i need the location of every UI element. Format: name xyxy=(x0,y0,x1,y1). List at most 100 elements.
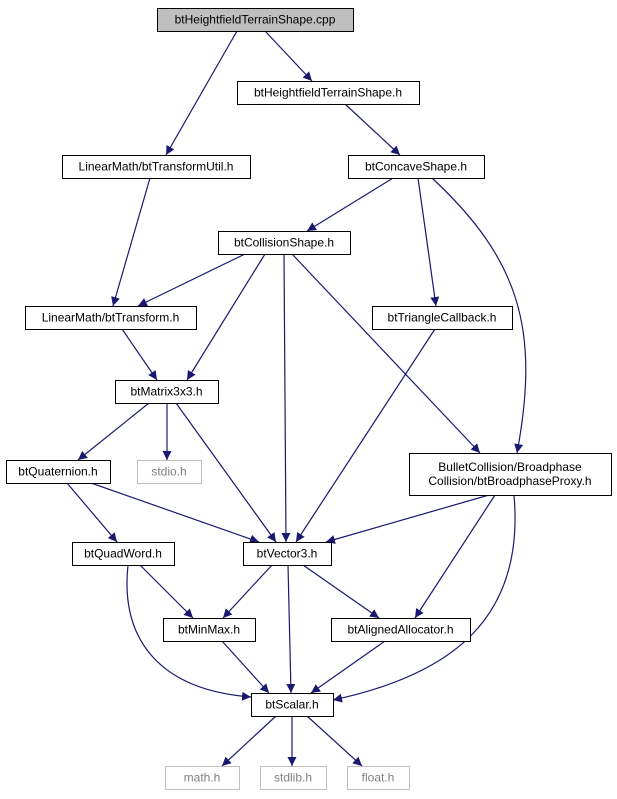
edge-quaternion-to-vector3 xyxy=(90,482,260,544)
node-label: Collision/btBroadphaseProxy.h xyxy=(428,474,591,488)
edge-line xyxy=(221,715,277,767)
node-box xyxy=(409,453,612,496)
node-box xyxy=(218,231,351,255)
edge-transform-util-to-transform xyxy=(111,177,151,307)
node-box xyxy=(331,618,471,642)
node-label: LinearMath/btTransformUtil.h xyxy=(79,160,234,174)
edge-line xyxy=(111,177,151,307)
node-label: BulletCollision/Broadphase xyxy=(438,460,582,474)
edge-broadphase-proxy-to-vector3 xyxy=(325,494,490,544)
edge-line xyxy=(221,640,270,694)
edge-line xyxy=(431,177,527,454)
node-float: float.h xyxy=(347,766,410,790)
edge-line xyxy=(90,482,260,544)
node-layer: btHeightfieldTerrainShape.cpp btHeightfie… xyxy=(6,8,612,790)
edge-vector3-to-minmax xyxy=(222,564,273,619)
node-label: btQuaternion.h xyxy=(18,465,97,479)
node-label: btHeightfieldTerrainShape.cpp xyxy=(175,13,336,27)
node-minmax[interactable]: btMinMax.h xyxy=(163,618,256,642)
edge-scalar-to-math xyxy=(221,715,277,767)
node-box xyxy=(137,460,202,484)
node-label: math.h xyxy=(184,771,221,785)
edge-line xyxy=(281,253,291,543)
edge-line xyxy=(332,494,516,703)
edge-collision-shape-to-broadphase-proxy xyxy=(291,253,481,454)
node-box xyxy=(72,542,175,566)
edge-line xyxy=(66,482,118,543)
edge-line xyxy=(121,328,158,381)
edge-heightfield-cpp-to-transform-util xyxy=(165,30,238,156)
edge-line xyxy=(222,564,273,619)
edge-quadword-to-minmax xyxy=(139,564,194,619)
edge-line xyxy=(417,177,440,307)
edge-broadphase-proxy-to-scalar xyxy=(332,494,516,703)
edge-scalar-to-float xyxy=(306,715,363,767)
edge-concave-shape-to-triangle-callback xyxy=(417,177,440,307)
edge-line xyxy=(77,402,150,461)
edge-aligned-allocator-to-scalar xyxy=(310,640,386,694)
edge-line xyxy=(165,30,238,156)
node-vector3[interactable]: btVector3.h xyxy=(243,542,332,566)
node-quadword[interactable]: btQuadWord.h xyxy=(72,542,175,566)
edge-line xyxy=(286,564,296,694)
edge-line xyxy=(126,564,252,701)
edge-line xyxy=(175,402,277,543)
edge-line xyxy=(264,30,313,82)
node-label: btCollisionShape.h xyxy=(234,236,334,250)
edge-collision-shape-to-vector3 xyxy=(281,253,291,543)
node-broadphase-proxy[interactable]: BulletCollision/BroadphaseCollision/btBr… xyxy=(409,453,612,496)
node-triangle-callback[interactable]: btTriangleCallback.h xyxy=(372,306,513,330)
node-label: float.h xyxy=(362,771,395,785)
edge-line xyxy=(414,494,496,619)
node-box xyxy=(25,306,197,330)
node-label: stdlib.h xyxy=(274,771,312,785)
edge-matrix3x3-to-vector3 xyxy=(175,402,277,543)
node-box xyxy=(157,8,354,32)
edge-quadword-to-scalar xyxy=(126,564,252,701)
node-label: btMinMax.h xyxy=(178,623,240,637)
edge-heightfield-cpp-to-heightfield-h xyxy=(264,30,313,82)
node-aligned-allocator[interactable]: btAlignedAllocator.h xyxy=(331,618,471,642)
node-concave-shape[interactable]: btConcaveShape.h xyxy=(348,155,485,179)
node-transform-util[interactable]: LinearMath/btTransformUtil.h xyxy=(62,155,251,179)
edge-layer xyxy=(66,30,527,767)
edge-collision-shape-to-matrix3x3 xyxy=(186,253,266,381)
node-label: btHeightfieldTerrainShape.h xyxy=(254,86,402,100)
node-box xyxy=(372,306,513,330)
node-box xyxy=(163,618,256,642)
node-stdio: stdio.h xyxy=(137,460,202,484)
node-stdlib: stdlib.h xyxy=(260,766,327,790)
node-scalar[interactable]: btScalar.h xyxy=(251,693,334,717)
edge-quaternion-to-quadword xyxy=(66,482,118,543)
node-box xyxy=(165,766,240,790)
edge-line xyxy=(310,640,386,694)
node-collision-shape[interactable]: btCollisionShape.h xyxy=(218,231,351,255)
node-box xyxy=(347,766,410,790)
node-box xyxy=(251,693,334,717)
edge-line xyxy=(137,253,246,307)
edge-broadphase-proxy-to-aligned-allocator xyxy=(414,494,496,619)
node-matrix3x3[interactable]: btMatrix3x3.h xyxy=(115,380,219,404)
edge-line xyxy=(344,103,401,156)
node-quaternion[interactable]: btQuaternion.h xyxy=(6,460,111,484)
edge-triangle-callback-to-vector3 xyxy=(295,328,436,543)
node-label: btMatrix3x3.h xyxy=(130,385,202,399)
edge-line xyxy=(302,564,380,619)
node-math: math.h xyxy=(165,766,240,790)
edge-vector3-to-scalar xyxy=(286,564,296,694)
edge-minmax-to-scalar xyxy=(221,640,270,694)
edge-collision-shape-to-transform xyxy=(137,253,246,307)
node-box xyxy=(243,542,332,566)
node-box xyxy=(237,81,420,105)
node-label: btVector3.h xyxy=(257,547,318,561)
node-transform[interactable]: LinearMath/btTransform.h xyxy=(25,306,197,330)
node-heightfield-h[interactable]: btHeightfieldTerrainShape.h xyxy=(237,81,420,105)
node-label: btTriangleCallback.h xyxy=(388,311,497,325)
node-label: LinearMath/btTransform.h xyxy=(42,311,180,325)
node-label: btScalar.h xyxy=(265,698,318,712)
edge-line xyxy=(325,494,490,544)
node-box xyxy=(348,155,485,179)
edge-line xyxy=(139,564,194,619)
node-heightfield-cpp[interactable]: btHeightfieldTerrainShape.cpp xyxy=(157,8,354,32)
